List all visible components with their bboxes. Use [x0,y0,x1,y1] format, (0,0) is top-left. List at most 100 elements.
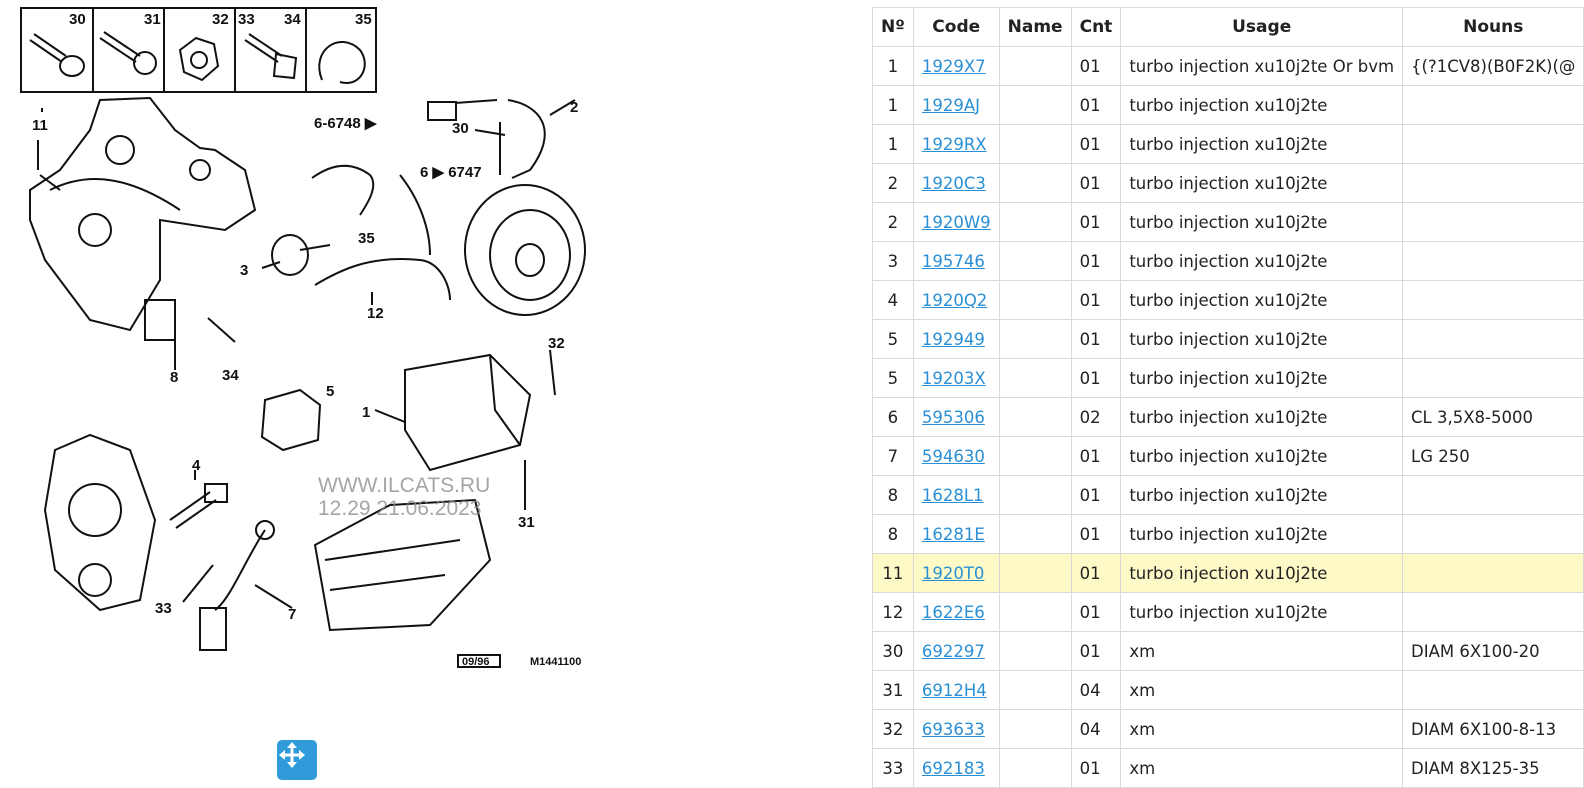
callout-33: 33 [238,11,255,28]
cell-cnt: 01 [1070,475,1122,515]
callout-6-6747: 6 ▶ 6747 [420,164,482,181]
cell-nouns: DIAM 8X125-35 [1402,748,1584,788]
header-name: Name [998,7,1072,47]
cell-no: 31 [872,670,914,710]
cell-nouns: CL 3,5X8-5000 [1402,397,1584,437]
cell-code: 693633 [912,709,1000,749]
part-code-link[interactable]: 1920W9 [921,212,991,232]
part-code-link[interactable]: 16281E [921,524,985,544]
cell-usage: turbo injection xu10j2te [1120,124,1404,164]
callout-31-part: 31 [518,514,535,531]
cell-cnt: 01 [1070,85,1122,125]
part-code-link[interactable]: 692297 [921,641,985,661]
cell-nouns: DIAM 6X100-20 [1402,631,1584,671]
header-code: Code [912,7,1000,47]
header-cnt: Cnt [1070,7,1122,47]
part-code-link[interactable]: 1628L1 [921,485,984,505]
cell-cnt: 01 [1070,592,1122,632]
parts-diagram[interactable]: 30 31 32 33 34 35 11 6-6748 ▶ 6 ▶ 6747 3… [0,0,620,783]
part-code-link[interactable]: 1920C3 [921,173,986,193]
cell-nouns [1402,280,1584,320]
part-code-link[interactable]: 1920Q2 [921,290,988,310]
part-code-link[interactable]: 1622E6 [921,602,985,622]
callout-7: 7 [288,606,296,623]
cell-cnt: 04 [1070,670,1122,710]
cell-usage: turbo injection xu10j2te [1120,241,1404,281]
callout-4: 4 [192,457,201,474]
move-arrows-icon[interactable] [277,740,317,780]
cell-cnt: 01 [1070,514,1122,554]
watermark-date: 12.29 21.06.2023 [318,497,482,520]
cell-usage: turbo injection xu10j2te Or bvm [1120,46,1404,86]
part-code-link[interactable]: 192949 [921,329,985,349]
cell-nouns [1402,475,1584,515]
callout-3: 3 [240,262,248,279]
cell-nouns: LG 250 [1402,436,1584,476]
part-code-link[interactable]: 693633 [921,719,985,739]
part-code-link[interactable]: 6912H4 [921,680,987,700]
callout-32: 32 [212,11,229,28]
cell-cnt: 04 [1070,709,1122,749]
part-code-link[interactable]: 195746 [921,251,985,271]
part-code-link[interactable]: 1929AJ [921,95,980,115]
cell-name [998,124,1072,164]
cell-no: 1 [872,46,914,86]
cell-nouns [1402,241,1584,281]
cell-code: 1622E6 [912,592,1000,632]
cell-code: 16281E [912,514,1000,554]
cell-usage: turbo injection xu10j2te [1120,475,1404,515]
cell-nouns: {(?1CV8)(B0F2K)(@ [1402,46,1584,86]
cell-cnt: 01 [1070,436,1122,476]
cell-no: 1 [872,124,914,164]
cell-code: 1920W9 [912,202,1000,242]
cell-no: 6 [872,397,914,437]
cell-usage: xm [1120,670,1404,710]
part-code-link[interactable]: 1929X7 [921,56,986,76]
callout-30: 30 [69,11,86,28]
part-code-link[interactable]: 692183 [921,758,985,778]
part-code-link[interactable]: 19203X [921,368,986,388]
part-code-link[interactable]: 594630 [921,446,985,466]
cell-code: 1929AJ [912,85,1000,125]
cell-usage: xm [1120,709,1404,749]
cell-no: 32 [872,709,914,749]
diagram-reference: M1441100 [530,656,581,668]
cell-no: 33 [872,748,914,788]
cell-usage: xm [1120,631,1404,671]
cell-usage: turbo injection xu10j2te [1120,397,1404,437]
cell-usage: turbo injection xu10j2te [1120,592,1404,632]
part-code-link[interactable]: 595306 [921,407,985,427]
diagram-date-code: 09/96 [462,656,490,668]
callout-5: 5 [326,383,334,400]
cell-cnt: 01 [1070,241,1122,281]
header-nouns: Nouns [1402,7,1584,47]
part-code-link[interactable]: 1920T0 [921,563,985,583]
cell-cnt: 01 [1070,163,1122,203]
cell-code: 192949 [912,319,1000,359]
cell-code: 595306 [912,397,1000,437]
part-code-link[interactable]: 1929RX [921,134,987,154]
callout-32-part: 32 [548,335,565,352]
cell-nouns [1402,124,1584,164]
cell-cnt: 01 [1070,280,1122,320]
